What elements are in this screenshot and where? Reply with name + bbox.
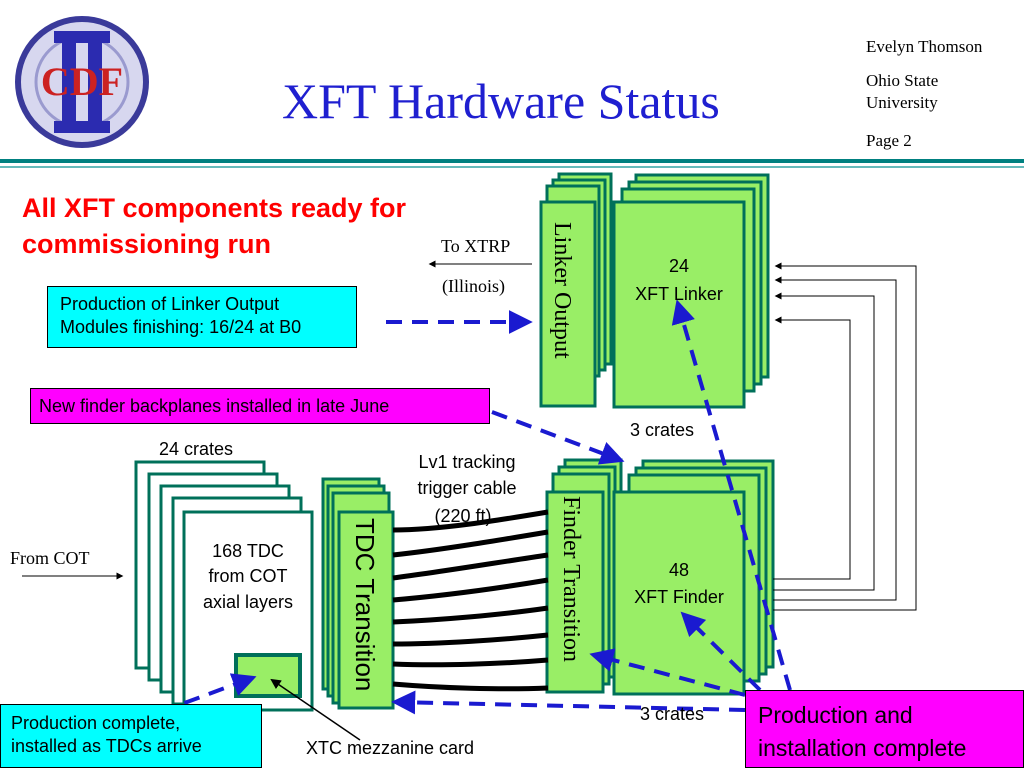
label-finder-transition: Finder Transition — [558, 496, 584, 663]
cdf-logo: CDF — [15, 16, 149, 148]
label-axial-layers: axial layers — [202, 592, 294, 612]
headline: All XFT components ready for commissioni… — [22, 193, 407, 259]
label-trigger-cable: trigger cable — [417, 478, 517, 498]
label-finder-count: 48 — [668, 560, 690, 580]
callout-production-tdc: Production complete, installed as TDCs a… — [0, 704, 262, 768]
label-cable-length: (220 ft) — [434, 506, 492, 526]
label-xft-linker: XFT Linker — [635, 284, 723, 304]
label-crates-top: 3 crates — [630, 420, 695, 440]
label-crates-bottom: 3 crates — [640, 704, 705, 724]
header-rule — [0, 159, 1024, 168]
xft-linker-stack — [612, 173, 770, 409]
page-number: Page 2 — [866, 131, 912, 150]
tdc-transition-stack — [321, 477, 395, 710]
finder-linker-connections — [773, 262, 917, 611]
label-linker-count: 24 — [668, 256, 690, 276]
finder-transition-stack — [545, 458, 623, 694]
status-arrows — [159, 299, 792, 715]
page-title: XFT Hardware Status — [282, 73, 720, 129]
label-xft-finder: XFT Finder — [634, 587, 724, 607]
label-from-cot-board: from COT — [208, 566, 288, 586]
callout-finder-backplanes: New finder backplanes installed in late … — [30, 388, 490, 424]
author-name: Evelyn Thomson — [866, 37, 983, 56]
label-illinois: (Illinois) — [442, 276, 505, 296]
affiliation: Ohio State University — [866, 71, 939, 112]
label-to-xtrp: To XTRP — [441, 236, 511, 256]
label-tdc-count: 168 TDC — [212, 541, 284, 561]
label-xtc-mezzanine: XTC mezzanine card — [306, 738, 475, 758]
label-linker-output: Linker Output — [549, 222, 575, 359]
label-lv1-tracking: Lv1 tracking — [418, 452, 516, 472]
linker-output-stack — [539, 172, 613, 408]
cdf-logo-text: CDF — [41, 59, 123, 104]
xtc-pointer-arrow — [270, 678, 361, 741]
callout-linker-output: Production of Linker Output Modules fini… — [47, 286, 357, 348]
label-tdc-transition: TDC Transition — [350, 518, 380, 692]
label-24-crates: 24 crates — [159, 439, 234, 459]
callout-production-complete: Production and installation complete — [745, 690, 1024, 768]
lv1-cables — [392, 509, 549, 692]
xtc-mezzanine-card — [234, 653, 302, 698]
label-from-cot: From COT — [10, 548, 90, 568]
